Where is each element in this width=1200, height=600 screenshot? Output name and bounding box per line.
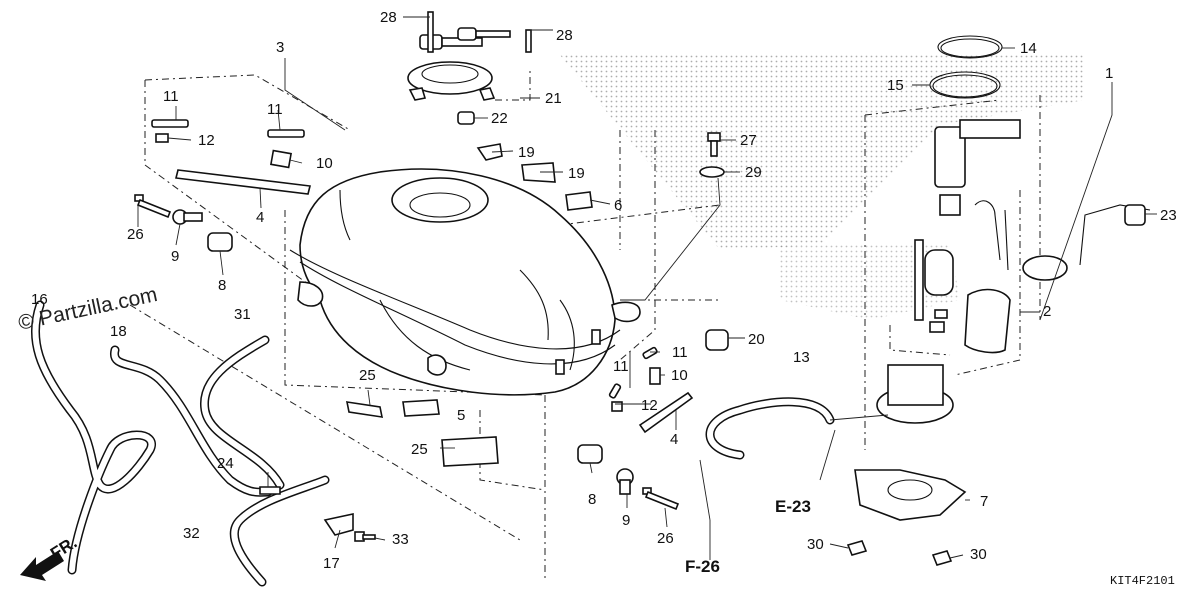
- label-part-5: [441, 436, 499, 467]
- callout-13: 13: [793, 349, 810, 366]
- bolt-part-26: [134, 194, 680, 511]
- gauge-float-part-23: [1022, 204, 1151, 281]
- callout-17: 17: [323, 555, 340, 572]
- callout-11: 11: [613, 358, 629, 375]
- reference-e23: E-23: [775, 497, 811, 516]
- callout-9: 9: [622, 512, 630, 529]
- hose-part-13: [705, 397, 835, 460]
- callout-2: 2: [1043, 303, 1051, 320]
- damper-part-20: [705, 329, 729, 351]
- callout-30: 30: [970, 546, 987, 563]
- callout-23: 23: [1160, 207, 1177, 224]
- nut-part-30: [846, 540, 953, 566]
- callout-28: 28: [556, 27, 573, 44]
- callout-22: 22: [491, 110, 508, 127]
- callout-30: 30: [807, 536, 824, 553]
- setting-plate-part-7: [854, 469, 967, 521]
- callout-9: 9: [171, 248, 179, 265]
- callout-18: 18: [110, 323, 127, 340]
- callout-3: 3: [276, 39, 284, 56]
- cap-seal-part-22: [457, 111, 475, 125]
- callout-6: 6: [614, 197, 622, 214]
- label-part-19: [476, 143, 556, 183]
- callout-12: 12: [198, 132, 215, 149]
- callout-26: 26: [657, 530, 674, 547]
- callout-8: 8: [588, 491, 596, 508]
- cushion-part-10: [269, 149, 661, 385]
- callout-27: 27: [740, 132, 757, 149]
- callout-33: 33: [392, 531, 409, 548]
- callout-14: 14: [1020, 40, 1037, 57]
- bracket-part-17: [323, 513, 354, 536]
- fuel-pump-assembly-part-1: [914, 119, 1021, 321]
- label-part-6: [565, 191, 593, 211]
- callout-5: 5: [457, 407, 465, 424]
- joint-part-24: [259, 486, 281, 495]
- label-part-25: [345, 399, 440, 418]
- callout-10: 10: [316, 155, 333, 172]
- callout-25: 25: [411, 441, 428, 458]
- bolt-part-33: [354, 531, 376, 542]
- filter-part-2: [929, 288, 1011, 354]
- dotted-shade-region: [560, 55, 1085, 320]
- diagram-code: KIT4F2101: [1110, 574, 1175, 588]
- seal-ring-part-14: [937, 35, 1003, 59]
- callout-15: 15: [887, 77, 904, 94]
- callout-16: 16: [31, 291, 48, 308]
- fuel-tank: [289, 168, 641, 396]
- washer-part-29: [699, 166, 725, 178]
- callout-4: 4: [670, 431, 678, 448]
- hose-part-18: [110, 345, 273, 497]
- leader-lines: [137, 16, 1157, 560]
- hose-part-16: [30, 300, 156, 575]
- callout-29: 29: [745, 164, 762, 181]
- callout-26: 26: [127, 226, 144, 243]
- callout-32: 32: [183, 525, 200, 542]
- callout-11: 11: [163, 88, 179, 105]
- callout-8: 8: [218, 277, 226, 294]
- callout-labels: 1 2 3 4 4 5 6 7 8 8 9 9 10 10 11 11 11 1…: [31, 9, 1177, 572]
- clip-part-11: [151, 119, 658, 399]
- callout-28: 28: [380, 9, 397, 26]
- callout-21: 21: [545, 90, 562, 107]
- callout-19: 19: [568, 165, 585, 182]
- callout-12: 12: [641, 397, 658, 414]
- hose-part-32: [229, 475, 330, 587]
- hose-part-31: [199, 335, 285, 490]
- callout-19: 19: [518, 144, 535, 161]
- callout-24: 24: [217, 455, 234, 472]
- collar-part-9: [172, 209, 634, 495]
- callout-11: 11: [267, 101, 283, 118]
- grommet-part-8: [207, 232, 603, 464]
- callout-20: 20: [748, 331, 765, 348]
- reference-f26: F-26: [685, 557, 720, 576]
- callout-4: 4: [256, 209, 264, 226]
- callout-10: 10: [671, 367, 688, 384]
- callout-31: 31: [234, 306, 251, 323]
- callout-25: 25: [359, 367, 376, 384]
- callout-1: 1: [1105, 65, 1113, 82]
- fuel-cap-assembly: [407, 11, 532, 101]
- callout-11: 11: [672, 344, 688, 361]
- assembly-boundary-lines: [129, 70, 1041, 580]
- callout-7: 7: [980, 493, 988, 510]
- pump-base: [876, 364, 954, 424]
- bolt-part-27: [707, 132, 721, 157]
- strip-part-4: [175, 169, 694, 434]
